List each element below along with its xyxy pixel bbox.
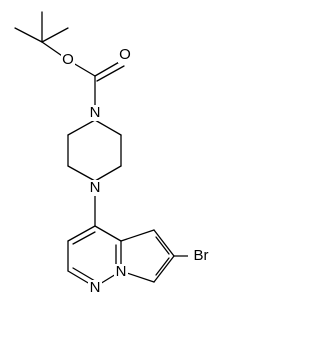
atom-label-o-ester: O <box>62 51 74 68</box>
molecule-structure-diagram: O O N N N N Br <box>14 11 214 296</box>
mask-n-piperazine-top <box>88 105 102 121</box>
bond-c3a-c3-pyrrole <box>120 229 155 242</box>
atom-label-n-pyrrole: N <box>116 263 127 280</box>
bond-layer <box>14 11 192 288</box>
bond-pyrrole-top-double <box>155 236 170 255</box>
bond-piperazine-right-to-n4 <box>94 165 122 182</box>
atom-labels: O O N N N N Br <box>62 46 208 296</box>
bond-piperazine-n4-left <box>67 165 96 182</box>
bond-piperazine-n1-right <box>94 119 122 136</box>
mask-n-piperazine-bottom <box>88 180 102 196</box>
label-masks <box>61 47 214 296</box>
bond-c2-n1-double <box>72 267 96 282</box>
bond-c4-c3-double <box>72 231 96 245</box>
atom-label-n-pyridazine: N <box>90 279 101 296</box>
bond-tbu-methyl-2 <box>14 27 43 43</box>
bond-piperazine-left-to-n1 <box>67 119 96 136</box>
mask-n-pyridazine <box>88 280 102 296</box>
atom-label-br: Br <box>194 247 209 264</box>
bond-tbu-methyl-3 <box>41 27 69 43</box>
atom-label-n-piperazine-top: N <box>90 104 101 121</box>
bond-carbonyl-double-a <box>94 60 122 77</box>
bond-carbonyl-double-b <box>96 65 125 82</box>
mask-o-carbonyl <box>118 47 132 63</box>
atom-label-o-carbonyl: O <box>119 46 131 63</box>
bond-c2-c1-pyrrole <box>153 255 175 283</box>
atom-label-n-piperazine-bottom: N <box>90 179 101 196</box>
bond-c3a-c4 <box>94 225 122 242</box>
mask-o-ester <box>61 52 75 68</box>
mask-br <box>188 248 214 264</box>
bond-c3-c2-pyrrole <box>153 229 175 257</box>
bond-c4-c3 <box>67 225 96 242</box>
bond-pyrrole-bottom-double <box>155 257 170 276</box>
mask-n-pyrrole <box>114 264 128 280</box>
